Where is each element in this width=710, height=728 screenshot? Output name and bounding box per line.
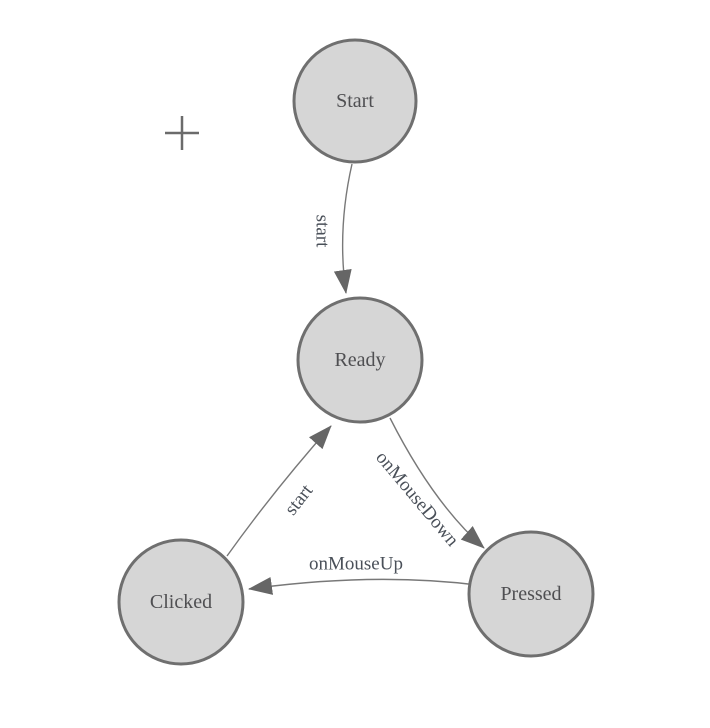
edge-start-to-ready[interactable]	[333, 163, 353, 294]
state-node-label-ready: Ready	[334, 349, 385, 371]
edge-label-start-to-ready: start	[312, 215, 333, 248]
edge-pressed-to-clicked[interactable]	[248, 576, 478, 595]
crosshair-cursor	[165, 116, 199, 150]
edge-label-clicked-to-ready: start	[281, 480, 318, 519]
edge-label-pressed-to-clicked: onMouseUp	[309, 554, 403, 575]
state-node-start[interactable]	[292, 38, 418, 164]
edge-clicked-to-ready[interactable]	[226, 425, 332, 557]
state-node-pressed[interactable]	[467, 530, 595, 658]
state-node-ready[interactable]	[296, 296, 424, 424]
edge-label-ready-to-pressed: onMouseDown	[371, 447, 463, 551]
state-node-clicked[interactable]	[117, 538, 245, 666]
state-node-label-clicked: Clicked	[150, 591, 212, 613]
edge-ready-to-pressed[interactable]	[389, 417, 485, 549]
state-node-label-pressed: Pressed	[500, 583, 561, 605]
state-node-label-start: Start	[336, 90, 374, 112]
